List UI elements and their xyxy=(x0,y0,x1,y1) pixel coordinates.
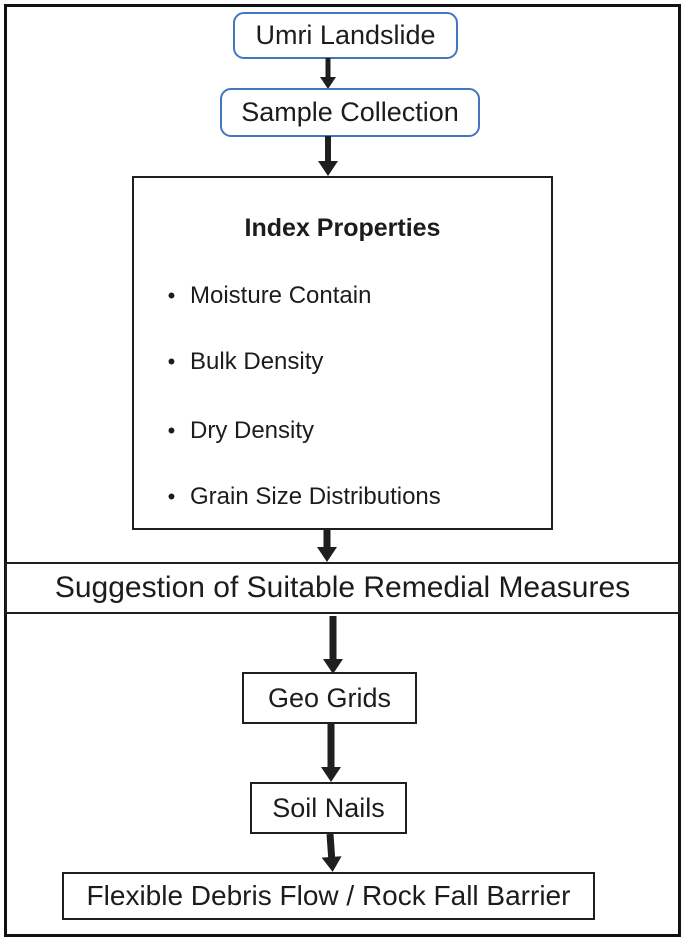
node-index-properties: Index Properties • Moisture Contain • Bu… xyxy=(132,176,553,530)
diagram-frame: Umri Landslide Sample Collection Index P… xyxy=(4,4,681,937)
list-item-label: Moisture Contain xyxy=(190,282,372,309)
flow-arrow-sample-to-index xyxy=(318,136,338,176)
arrow-head-icon xyxy=(318,161,338,176)
node-geo-grids: Geo Grids xyxy=(242,672,417,724)
arrow-shaft xyxy=(325,136,331,163)
node-umri-landslide: Umri Landslide xyxy=(233,12,458,59)
flow-arrow-index-to-suggestion xyxy=(317,530,337,562)
arrow-head-icon xyxy=(317,547,337,562)
list-item-grain-size: • Grain Size Distributions xyxy=(153,481,541,513)
arrow-shaft xyxy=(325,58,331,79)
node-suggestion-remedial-measures: Suggestion of Suitable Remedial Measures xyxy=(5,562,680,614)
list-item-label: Bulk Density xyxy=(190,348,324,375)
list-item-label: Dry Density xyxy=(190,417,315,444)
bullet-icon: • xyxy=(167,418,176,443)
list-item-dry-density: • Dry Density xyxy=(153,415,541,447)
node-suggestion-label: Suggestion of Suitable Remedial Measures xyxy=(54,571,631,604)
list-item-moisture: • Moisture Contain xyxy=(153,280,541,312)
arrow-head-icon xyxy=(320,77,336,89)
arrow-shaft xyxy=(323,530,331,548)
arrow-shaft xyxy=(326,833,336,859)
flow-arrow-soilnails-to-barrier xyxy=(320,833,343,873)
node-flexible-barrier-label: Flexible Debris Flow / Rock Fall Barrier xyxy=(86,880,571,911)
bullet-icon: • xyxy=(167,484,176,509)
flow-arrow-geogrids-to-soilnails xyxy=(321,724,341,782)
arrow-head-icon xyxy=(323,659,343,674)
bullet-icon: • xyxy=(167,283,176,308)
flow-arrow-suggestion-to-geogrids xyxy=(323,616,343,674)
arrow-shaft xyxy=(327,724,335,768)
list-item-label: Grain Size Distributions xyxy=(190,483,441,510)
node-sample-collection: Sample Collection xyxy=(220,88,480,137)
node-umri-landslide-label: Umri Landslide xyxy=(255,20,436,50)
node-soil-nails-label: Soil Nails xyxy=(272,792,385,823)
arrow-shaft xyxy=(329,616,337,660)
node-flexible-barrier: Flexible Debris Flow / Rock Fall Barrier xyxy=(62,872,595,920)
node-soil-nails: Soil Nails xyxy=(250,782,407,834)
arrow-head-icon xyxy=(321,856,343,873)
flow-arrow-start-to-sample xyxy=(318,58,338,89)
arrow-head-icon xyxy=(321,767,341,782)
node-geo-grids-label: Geo Grids xyxy=(267,682,392,713)
index-properties-title: Index Properties xyxy=(244,214,441,242)
node-sample-collection-label: Sample Collection xyxy=(241,97,459,127)
bullet-icon: • xyxy=(167,349,176,374)
list-item-bulk-density: • Bulk Density xyxy=(153,346,541,378)
